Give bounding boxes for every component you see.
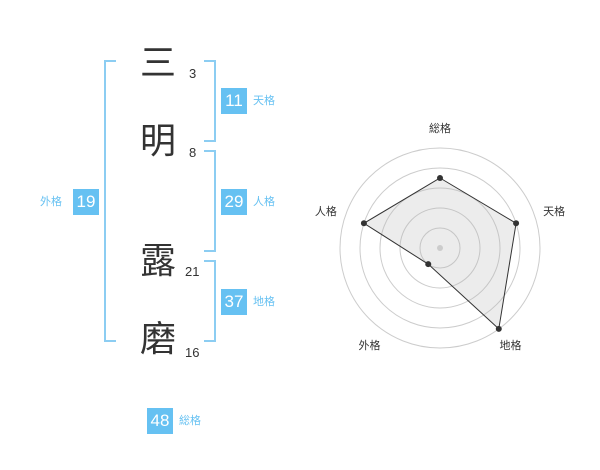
stroke-count-2: 8 [189,145,197,160]
name-char-4: 磨 [140,319,177,360]
chikaku-value: 37 [221,289,247,315]
tenkaku-label: 天格 [253,94,275,107]
name-char-2: 明 [140,121,177,162]
soukaku-label: 総格 [179,414,201,427]
soukaku-value: 48 [147,408,173,434]
jinkaku-value: 29 [221,189,247,215]
radar-series-area [362,177,517,330]
radar-point-5 [360,220,367,227]
radar-ring [379,187,501,309]
chikaku-label: 地格 [253,295,275,308]
radar-axis-label-1: 総格 [429,121,451,135]
name-char-1: 三 [140,43,177,84]
radar-center [437,245,443,251]
tenkaku-bracket [204,60,216,142]
jinkaku-label: 人格 [253,195,275,208]
stroke-count-4: 16 [185,345,200,360]
radar-ring [399,207,481,289]
jinkaku-bracket [204,150,216,252]
radar-point-3 [495,325,502,332]
radar-ring [359,167,521,329]
gaikaku-bracket [104,60,116,342]
chikaku-bracket [204,260,216,342]
radar-axis-label-4: 外格 [358,338,380,352]
radar-point-1 [437,175,443,181]
radar-axis-label-3: 地格 [500,338,522,352]
stroke-count-3: 21 [185,264,200,279]
radar-point-4 [425,261,432,268]
radar-point-2 [513,220,520,227]
tenkaku-value: 11 [221,88,247,114]
stroke-count-1: 3 [189,66,197,81]
radar-axis-label-2: 天格 [543,204,565,218]
radar-axis-label-5: 人格 [315,204,337,218]
name-char-3: 露 [140,241,177,282]
radar-ring [419,227,461,269]
gaikaku-label: 外格 [40,195,62,208]
gaikaku-value: 19 [73,189,99,215]
